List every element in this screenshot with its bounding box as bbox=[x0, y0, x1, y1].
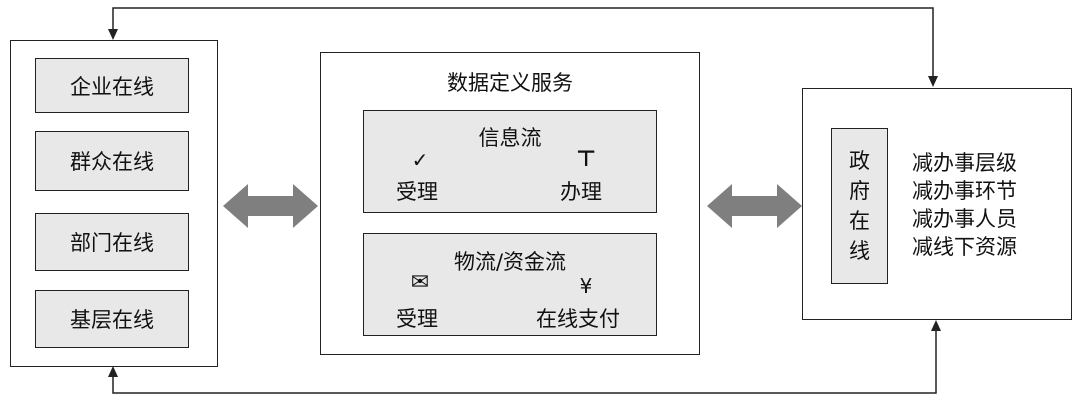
yuan-icon: ¥ bbox=[579, 274, 593, 298]
envelope-icon: ✉ bbox=[410, 270, 430, 295]
department-online-label: 部门在线 bbox=[70, 231, 154, 255]
top-right-arrowhead bbox=[928, 76, 938, 87]
info-flow-title: 信息流 bbox=[478, 126, 542, 150]
enterprise-online-label: 企业在线 bbox=[70, 74, 154, 99]
gov-char-2: 府 bbox=[849, 179, 870, 203]
logistics-flow-title: 物流/资金流 bbox=[453, 250, 567, 274]
gov-char-3: 在 bbox=[849, 209, 870, 233]
handle-icon: ⊤ bbox=[575, 147, 597, 172]
bottom-right-arrowhead bbox=[931, 320, 941, 331]
grassroots-online-box: 基层在线 bbox=[35, 290, 189, 348]
department-online-box: 部门在线 bbox=[35, 213, 189, 271]
public-online-label: 群众在线 bbox=[70, 150, 154, 174]
reduction-list: 减办事层级 减办事环节 减办事人员 减线下资源 bbox=[912, 149, 1017, 261]
bottom-left-arrowhead bbox=[108, 366, 118, 377]
logistics-flow-box bbox=[363, 233, 657, 336]
reduction-item-levels: 减办事层级 bbox=[912, 151, 1017, 175]
government-online-box: 政 府 在 线 bbox=[831, 128, 888, 284]
public-online-box: 群众在线 bbox=[35, 131, 189, 191]
bottom-feedback-arrow bbox=[112, 322, 937, 394]
reduction-item-steps: 减办事环节 bbox=[912, 179, 1017, 203]
logistics-flow-accept-label: 受理 bbox=[396, 307, 438, 331]
gov-char-1: 政 bbox=[849, 149, 870, 173]
info-flow-process-label: 办理 bbox=[560, 180, 602, 204]
reduction-item-staff: 减办事人员 bbox=[912, 207, 1017, 231]
right-double-arrow bbox=[707, 184, 802, 228]
info-flow-box bbox=[363, 110, 657, 213]
top-feedback-arrow bbox=[112, 7, 934, 85]
reduction-item-offline: 减线下资源 bbox=[912, 235, 1017, 259]
grassroots-online-label: 基层在线 bbox=[70, 308, 154, 332]
info-flow-accept-label: 受理 bbox=[396, 180, 438, 204]
center-panel-title: 数据定义服务 bbox=[447, 71, 573, 95]
left-double-arrow bbox=[223, 184, 318, 228]
check-icon: ✓ bbox=[411, 148, 429, 172]
enterprise-online-box: 企业在线 bbox=[35, 58, 189, 113]
top-left-arrowhead bbox=[108, 29, 118, 40]
gov-char-4: 线 bbox=[849, 239, 870, 263]
online-payment-label: 在线支付 bbox=[536, 307, 620, 331]
